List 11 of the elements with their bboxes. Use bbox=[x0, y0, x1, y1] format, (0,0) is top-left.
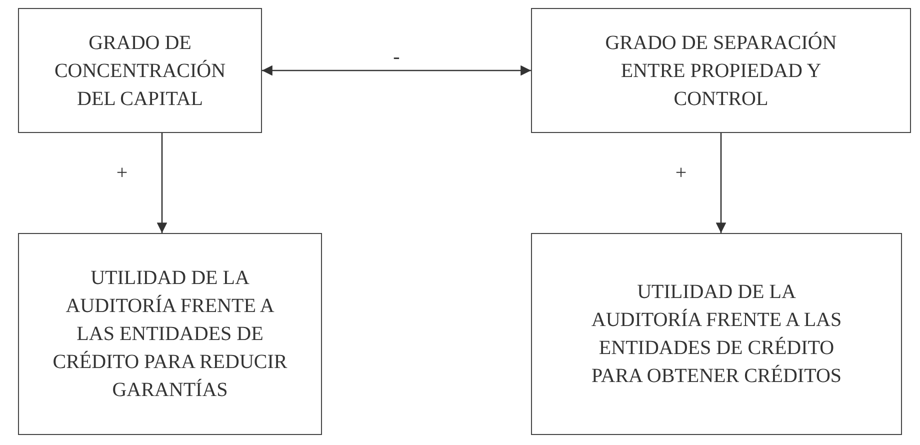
arrow bbox=[262, 65, 531, 76]
box-text: UTILIDAD DE LA AUDITORÍA FRENTE A LAS ENTIDADES DE CRÉDITO PARA OBTENER CRÉDITOS bbox=[590, 280, 843, 389]
process-box bbox=[531, 8, 911, 133]
arrow bbox=[156, 133, 168, 233]
process-box bbox=[18, 233, 322, 435]
arrow bbox=[716, 133, 726, 233]
process-box bbox=[18, 8, 262, 133]
box-text: UTILIDAD DE LA AUDITORÍA FRENTE A LAS ENTIDADES DE CRÉDITO PARA REDUCIR GARANTÍAS bbox=[52, 266, 288, 403]
box-text: GRADO DE CONCENTRACIÓN DEL CAPITAL bbox=[53, 30, 227, 112]
box-text: GRADO DE SEPARACIÓN ENTRE PROPIEDAD Y CONTROL bbox=[604, 30, 838, 112]
process-box bbox=[531, 233, 902, 435]
